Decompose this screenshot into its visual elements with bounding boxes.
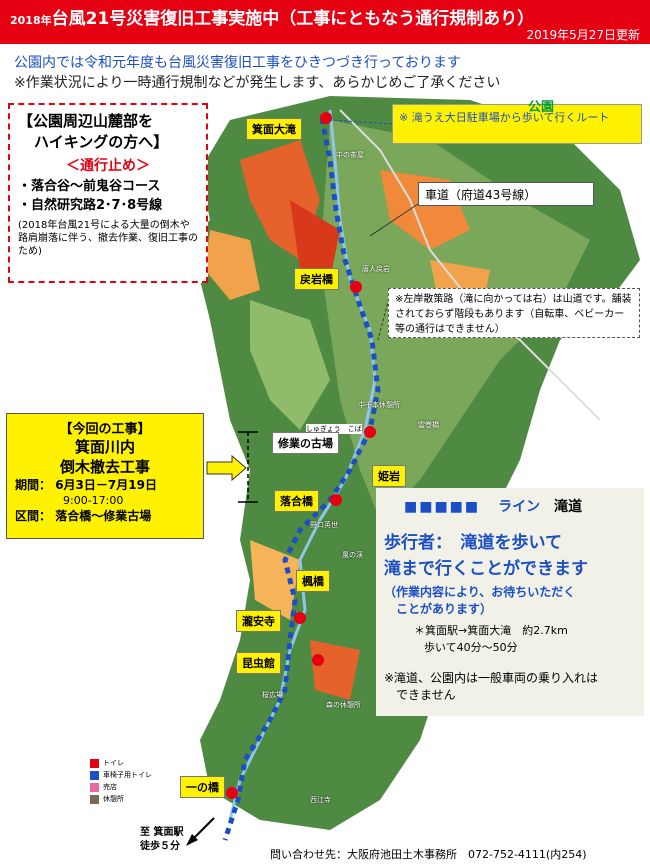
marker-waterfall: [320, 112, 332, 124]
legend-rest: 休憩所: [90, 793, 152, 805]
marker-ichinohashi: [226, 787, 238, 799]
legend-label: 売店: [103, 783, 117, 791]
label-ochiai: 落合橋: [274, 490, 319, 512]
hiking-title-line-2: ハイキングの方へ】: [34, 133, 169, 151]
header-banner: 2018年台風21号災害復旧工事実施中（工事にともなう通行規制あり） 2019年…: [0, 0, 650, 44]
notice-continuing-work: 公園内では令和元年度も台風災害復旧工事をひきつづき行っております: [14, 55, 461, 71]
label-himeiwa: 姫岩: [372, 465, 406, 487]
road-callout: 車道（府道43号線）: [418, 182, 594, 206]
station-arrow-head: [186, 834, 198, 846]
wheelchair-icon: [90, 770, 99, 780]
damage-area-4: [205, 230, 260, 300]
terrain-highlight: [250, 300, 330, 430]
place-name: 唐人戻岩: [362, 265, 390, 273]
pedestrian-line-1: 歩行者： 滝道を歩いて: [384, 533, 562, 553]
label-modoriiwa: 戻岩橋: [294, 268, 339, 290]
closure-reason: (2018年台風21号による大量の倒木や路肩崩落に伴う、撤去作業、復旧工事のため…: [18, 220, 198, 257]
section-label: 区間：: [15, 509, 52, 523]
pedestrian-line-2: 滝まで行くことができます: [384, 559, 588, 579]
station-name: 至 箕面駅: [140, 827, 184, 838]
hiking-closure-box: 【公園周辺山麓部を ハイキングの方へ】 ＜通行止め＞ ・落合谷～前鬼谷コース ・…: [8, 103, 208, 283]
work-title-line-2: 倒木撤去工事: [59, 458, 150, 476]
trail-legend-name: 滝道: [554, 499, 583, 515]
label-ryuanji: 瀧安寺: [236, 610, 281, 632]
header-year: 2018年: [10, 14, 52, 27]
work-heading: 【今回の工事】: [59, 422, 151, 437]
marker-ryuanji: [294, 612, 306, 624]
route-note-callout: ※ 滝うえ大日駐車場から歩いて行くルート: [392, 104, 642, 144]
distance-line-1: ＊箕面駅→箕面大滝 約2.7km: [414, 624, 568, 637]
header-title: 2018年台風21号災害復旧工事実施中（工事にともなう通行規制あり）: [10, 4, 534, 29]
label-konchu: 昆虫館: [236, 652, 281, 674]
place-name: 雲巻橋: [418, 421, 439, 429]
contact-footer: 問い合わせ先：大阪府池田土木事務所 072-752-4111(内254): [270, 848, 587, 861]
trail-info-box: ■■■■■ ライン 滝道 歩行者： 滝道を歩いて 滝まで行くことができます （作業…: [376, 488, 644, 716]
place-name: 桜広場: [262, 691, 283, 699]
hiking-title-line-1: 【公園周辺山麓部を: [18, 112, 154, 130]
closed-item-1: ・落合谷～前鬼谷コース: [18, 179, 161, 194]
station-walk-time: 徒歩５分: [140, 841, 180, 852]
legend-shop: 売店: [90, 781, 152, 793]
park-label: 公園: [528, 100, 555, 115]
current-work-box: 【今回の工事】 箕面川内 倒木撤去工事 期間： 6月3日－7月19日 9:00-…: [6, 413, 204, 539]
distance-line-2: 歩いて40分～50分: [424, 641, 518, 654]
facility-legend: トイレ 車椅子用トイレ 売店 休憩所: [90, 757, 152, 805]
legend-label: 車椅子用トイレ: [103, 771, 152, 779]
label-waterfall: 箕面大滝: [246, 118, 302, 140]
header-title-text: 台風21号災害復旧工事実施中（工事にともなう通行規制あり）: [51, 9, 535, 29]
closed-item-2: ・自然研究路2･7･8号線: [18, 198, 163, 213]
wait-note-line-1: （作業内容により、お待ちいただく: [384, 585, 576, 599]
period-label: 期間：: [15, 478, 52, 492]
label-shugyo: 修業の古場: [272, 432, 339, 454]
rest-area-icon: [90, 794, 99, 804]
legend-label: トイレ: [103, 759, 124, 767]
road-route-43: [339, 109, 601, 421]
label-kaede: 楓橋: [296, 570, 330, 592]
label-ichinohashi: 一の橋: [180, 776, 225, 798]
trail-legend: ■■■■■ ライン 滝道: [384, 496, 636, 516]
damage-area-7: [310, 640, 360, 700]
place-name: 中千本休憩所: [358, 401, 400, 409]
work-hours: 9:00-17:00: [63, 494, 124, 507]
marker-ochiai: [330, 494, 342, 506]
place-name: 風の渓: [342, 551, 363, 559]
trail-legend-dots: ■■■■■: [404, 499, 481, 515]
period-value: 6月3日－7月19日: [55, 478, 157, 492]
wait-note-line-2: ことがあります）: [396, 602, 493, 616]
shugyo-ruby: しゅぎょう こば: [306, 424, 362, 434]
place-name: 西江寺: [310, 796, 331, 804]
notice-restrictions: ※作業状況により一時通行規制などが発生します、あらかじめご了承ください: [14, 75, 501, 91]
marker-shugyo: [364, 426, 376, 438]
work-title-line-1: 箕面川内: [74, 438, 135, 456]
work-period: 期間： 6月3日－7月19日: [15, 477, 195, 494]
marker-konchu: [312, 654, 324, 666]
shop-icon: [90, 782, 99, 792]
station-direction: 至 箕面駅 徒歩５分: [140, 826, 183, 854]
place-name: 中の茶屋: [336, 151, 364, 159]
legend-wheelchair: 車椅子用トイレ: [90, 769, 152, 781]
toilet-icon: [90, 758, 99, 768]
damage-area-2: [290, 200, 340, 280]
leader-route: [329, 119, 393, 125]
closed-label: ＜通行止め＞: [66, 158, 150, 174]
work-section: 区間： 落合橋～修業古場: [15, 508, 195, 525]
trail-legend-line: ライン: [498, 499, 541, 515]
legend-label: 休憩所: [103, 795, 124, 803]
place-name: 野口英世: [310, 521, 338, 529]
marker-modoriiwa: [350, 281, 362, 293]
vehicle-warning-1: ※滝道、公園内は一般車両の乗り入れは: [384, 671, 599, 685]
section-value: 落合橋～修業古場: [55, 509, 152, 523]
vehicle-warning-2: できません: [396, 688, 456, 702]
walkway-callout: ※左岸散策路（滝に向かっては右）は山道です。舗装されておらず階段もあります（自転…: [388, 288, 640, 338]
updated-date: 2019年5月27日更新: [526, 28, 640, 42]
place-name: 森の休憩所: [326, 701, 361, 709]
work-arrow: [206, 454, 247, 482]
legend-toilet: トイレ: [90, 757, 152, 769]
